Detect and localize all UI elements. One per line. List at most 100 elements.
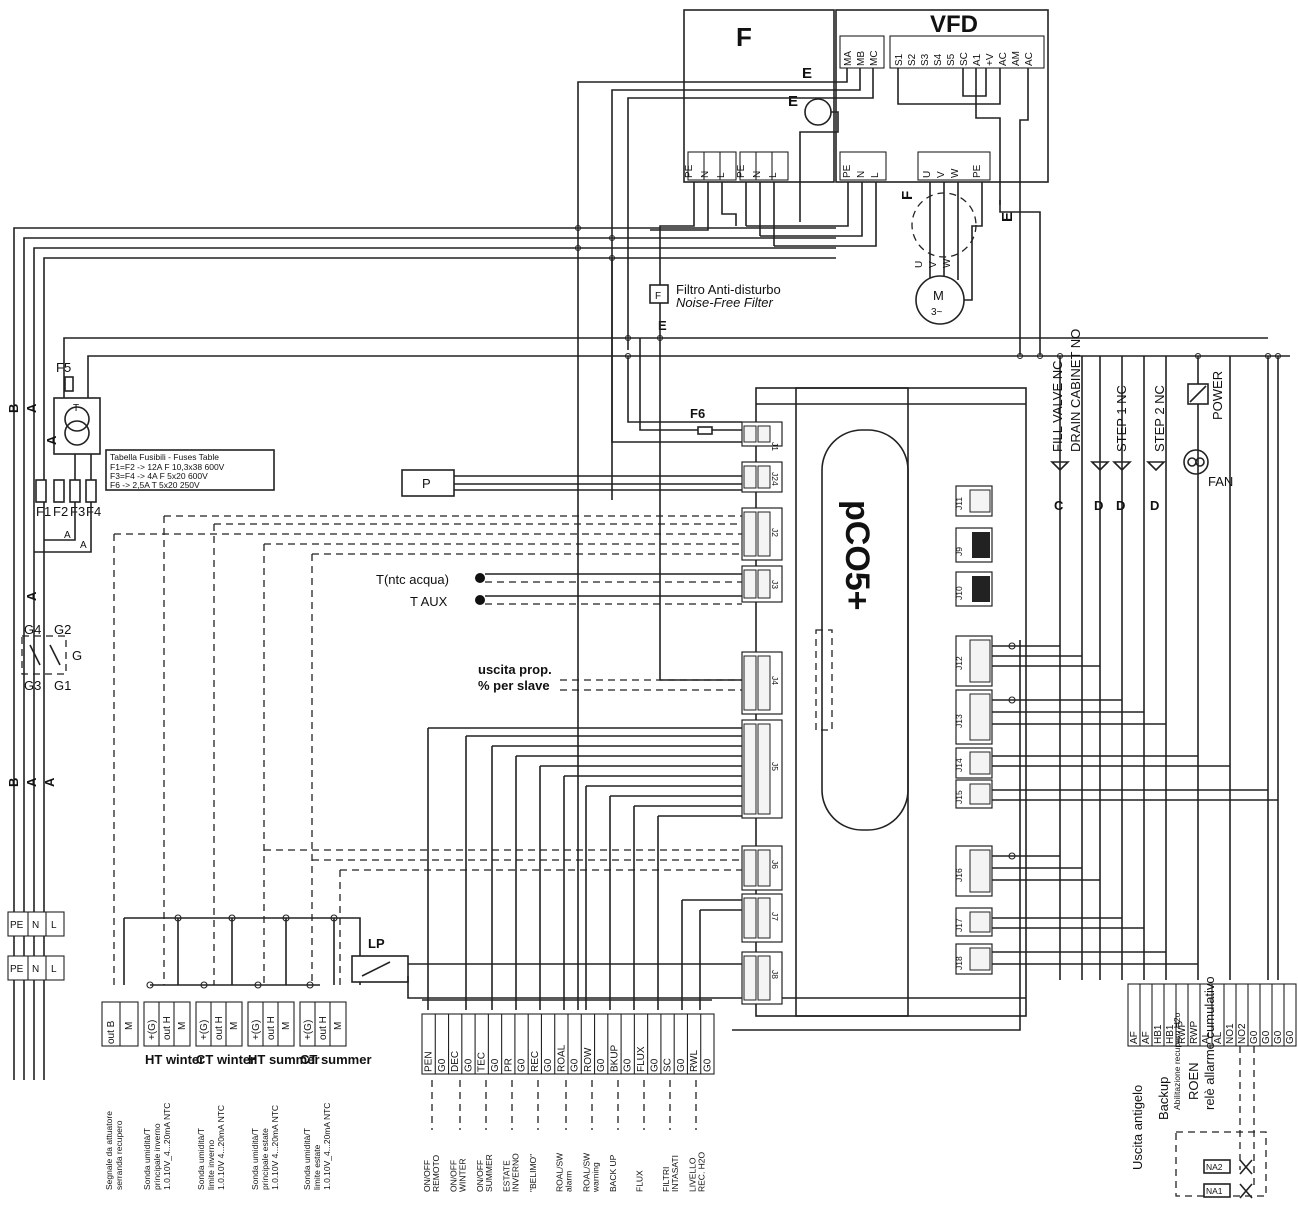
digital-input-term-18: SC xyxy=(663,1058,674,1072)
connector-j7: J7 xyxy=(741,893,783,943)
filter-term-pe1: PE xyxy=(684,164,695,178)
analog-block-ht-winter: +(G) out H M xyxy=(143,1001,191,1047)
vfd-term-s5: S5 xyxy=(946,53,957,66)
sensor-t-water-label: T(ntc acqua) xyxy=(376,572,449,587)
fuse-f3-label: F3 xyxy=(70,504,85,519)
analog-desc-1-line1: Segnale da attuatore xyxy=(104,1111,114,1190)
noise-filter-symbol: F xyxy=(655,291,661,302)
fuse-f6-label: F6 xyxy=(690,406,705,421)
vfd-term-s1: S1 xyxy=(894,53,905,66)
connector-j5: J5 xyxy=(741,719,783,819)
filter-term-n2: N xyxy=(752,171,763,178)
connector-j3: J3 xyxy=(741,565,783,603)
digital-input-desc-5-1: alarm xyxy=(564,1171,574,1192)
switch-label-g3: G3 xyxy=(24,678,41,693)
connector-j24: J24 xyxy=(741,461,783,493)
connector-j13: J13 xyxy=(954,689,993,745)
bus-label-a-mid: A xyxy=(24,591,39,601)
analog-block-5-term-3: M xyxy=(333,1022,344,1030)
analog-block-ct-winter: +(G) out H M xyxy=(195,1001,243,1047)
analog-desc-2-line3: 1.0.10V_4...20mA NTC xyxy=(162,1103,172,1190)
vfd-term-plus-v: +V xyxy=(985,53,996,66)
digital-input-term-19: G0 xyxy=(676,1058,687,1072)
analog-desc-3-line2: limite inverno xyxy=(206,1140,216,1190)
vfd-term-mc: MC xyxy=(869,50,880,66)
vfd-term-s3: S3 xyxy=(920,53,931,66)
digital-input-term-3: G0 xyxy=(463,1058,474,1072)
switch-label-g1: G1 xyxy=(54,678,71,693)
analog-block-2-term-1: +(G) xyxy=(147,1020,158,1040)
switch-label-g4: G4 xyxy=(24,622,41,637)
pressure-sensor-label: P xyxy=(422,476,431,491)
analog-block-ht-summer-name: HT summer xyxy=(248,1052,320,1067)
connector-j9: J9 xyxy=(954,527,993,563)
right-term-1: AF xyxy=(1141,1031,1152,1044)
right-term-5: RWP xyxy=(1189,1021,1200,1044)
digital-input-desc-9-1: INTASATI xyxy=(670,1155,680,1192)
switch-label-g2: G2 xyxy=(54,622,71,637)
wire-label-e2: E xyxy=(788,93,798,110)
connector-j18-label: J18 xyxy=(954,956,964,970)
fuse-f5-label: F5 xyxy=(56,360,71,375)
output-drain-cabinet: DRAIN CABINET NO xyxy=(1068,329,1083,452)
digital-input-term-1: G0 xyxy=(437,1058,448,1072)
connector-j7-label: J7 xyxy=(770,912,780,921)
digital-input-term-20: RWL xyxy=(689,1050,700,1072)
digital-input-desc-2-1: SUMMER xyxy=(484,1154,494,1192)
vfd-term-ac1: AC xyxy=(998,52,1009,66)
analog-desc-2-line2: principale inverno xyxy=(152,1123,162,1190)
noise-filter-title: Filtro Anti-disturbo xyxy=(676,282,781,297)
motor-phase: 3~ xyxy=(931,307,943,318)
right-term-7: AL xyxy=(1213,1031,1224,1044)
relay-na2-label: NA2 xyxy=(1206,1162,1223,1172)
connector-j12-label: J12 xyxy=(954,656,964,670)
right-term-12: G0 xyxy=(1273,1030,1284,1044)
vfd-term-s2: S2 xyxy=(907,53,918,66)
connector-j8-label: J8 xyxy=(770,970,780,979)
digital-input-desc-7-0: BACK UP xyxy=(608,1154,618,1192)
slave-output-line1: uscita prop. xyxy=(478,662,552,677)
analog-block-4-term-1: +(G) xyxy=(251,1020,262,1040)
relay-na1-label: NA1 xyxy=(1206,1186,1223,1196)
mains-term-n-bottom: N xyxy=(32,964,39,975)
digital-input-term-13: G0 xyxy=(596,1058,607,1072)
vfd-term-mb: MB xyxy=(856,51,867,66)
connector-j16-label: J16 xyxy=(954,868,964,882)
vfd-term-a1: A1 xyxy=(972,53,983,66)
right-desc-abilitazione: Abilitazione recupero H2o xyxy=(1172,1012,1182,1110)
connector-j24-label: J24 xyxy=(770,472,780,486)
analog-desc-5-line3: 1.0.10V_4...20mA NTC xyxy=(322,1103,332,1190)
vfd-term-n-in: N xyxy=(856,171,867,178)
right-term-10: G0 xyxy=(1249,1030,1260,1044)
connector-j2-label: J2 xyxy=(770,528,780,537)
valve-step2-icon xyxy=(1146,461,1166,472)
filter-term-pe2: PE xyxy=(736,164,747,178)
output-letter-c: C xyxy=(1054,498,1064,513)
wire-label-e4: E xyxy=(658,318,667,333)
switch-label-g: G xyxy=(72,648,82,663)
connector-j8: J8 xyxy=(741,951,783,1005)
digital-input-desc-4-0: "BELIMO" xyxy=(528,1154,538,1192)
fuses-table-line-3: F6 -> 2,5A T 5x20 250V xyxy=(110,480,200,490)
analog-block-ht-summer: +(G) out H M xyxy=(247,1001,295,1047)
output-power: POWER xyxy=(1210,371,1225,420)
mains-terminals-bottom: PE N L xyxy=(7,955,65,981)
output-letter-d1: D xyxy=(1094,498,1103,513)
right-term-9: NO2 xyxy=(1237,1023,1248,1044)
digital-input-term-10: ROAL xyxy=(556,1044,567,1072)
digital-input-term-2: DEC xyxy=(450,1051,461,1072)
right-term-11: G0 xyxy=(1261,1030,1272,1044)
vfd-term-s4: S4 xyxy=(933,53,944,66)
digital-input-term-6: PR xyxy=(503,1058,514,1072)
right-term-6: AL xyxy=(1201,1031,1212,1044)
analog-block-1-term-1: out B xyxy=(106,1020,117,1044)
connector-j10-label: J10 xyxy=(954,586,964,600)
fuse-f5 xyxy=(64,376,74,392)
right-term-4: RWP xyxy=(1177,1021,1188,1044)
valve-drain-icon xyxy=(1090,461,1110,472)
analog-block-3-term-3: M xyxy=(229,1022,240,1030)
analog-block-ct-winter-name: CT winter xyxy=(196,1052,255,1067)
connector-j15: J15 xyxy=(954,779,993,809)
